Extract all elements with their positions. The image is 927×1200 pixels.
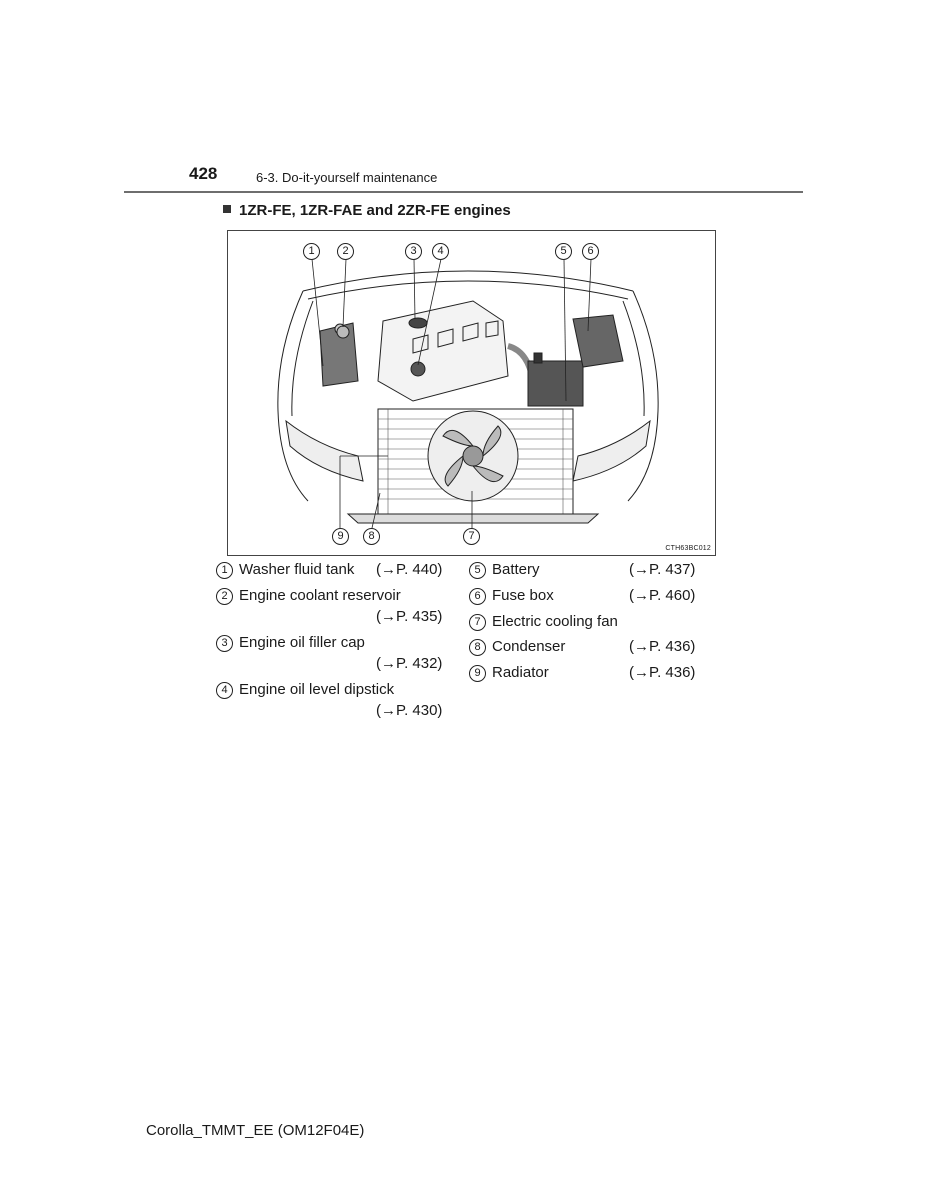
legend-ref-1: (→P. 440) [376,561,443,578]
legend-ref-6: (→P. 460) [629,587,696,604]
legend-item-9: 9 Radiator [469,664,549,682]
subheading: 1ZR-FE, 1ZR-FAE and 2ZR-FE engines [223,202,511,219]
legend-number: 3 [216,635,233,652]
legend-item-6: 6 Fuse box [469,587,554,605]
legend-number: 2 [216,588,233,605]
legend-ref-4: (→P. 430) [376,702,443,719]
square-bullet-icon [223,205,231,213]
figure-code: CTH63BC012 [665,545,711,552]
legend-label: Battery [492,561,540,578]
legend-label: Radiator [492,664,549,681]
legend-ref-9: (→P. 436) [629,664,696,681]
callout-9: 9 [332,528,349,545]
legend-label: Engine oil filler cap [239,634,365,651]
legend-label: Fuse box [492,587,554,604]
legend-label: Engine oil level dipstick [239,681,395,698]
legend-item-4: 4 Engine oil level dipstick [216,681,394,699]
legend-item-7: 7 Electric cooling fan [469,613,618,631]
legend-ref-8: (→P. 436) [629,638,696,655]
legend-ref-2: (→P. 435) [376,608,443,625]
legend-label: Condenser [492,638,566,655]
callout-2: 2 [337,243,354,260]
callout-4: 4 [432,243,449,260]
callout-5: 5 [555,243,572,260]
legend-number: 8 [469,639,486,656]
callout-7: 7 [463,528,480,545]
legend-item-3: 3 Engine oil filler cap [216,634,365,652]
legend-number: 9 [469,665,486,682]
legend-label: Electric cooling fan [492,613,618,630]
legend-number: 6 [469,588,486,605]
section-title: 6-3. Do-it-yourself maintenance [256,170,438,185]
header-rule [124,191,803,193]
legend-item-5: 5 Battery [469,561,540,579]
page-number: 428 [189,164,218,183]
engine-bay-illustration [277,258,659,529]
subheading-text: 1ZR-FE, 1ZR-FAE and 2ZR-FE engines [239,202,511,219]
legend-label: Engine coolant reservoir [239,587,401,604]
callout-8: 8 [363,528,380,545]
engine-figure: 1 2 3 4 5 6 9 8 7 CTH63BC012 [227,230,716,556]
legend-item-8: 8 Condenser [469,638,565,656]
legend-number: 5 [469,562,486,579]
legend-item-1: 1 Washer fluid tank [216,561,354,579]
callout-1: 1 [303,243,320,260]
callout-6: 6 [582,243,599,260]
legend-number: 1 [216,562,233,579]
legend-number: 7 [469,614,486,631]
legend-number: 4 [216,682,233,699]
legend-label: Washer fluid tank [239,561,355,578]
legend-ref-3: (→P. 432) [376,655,443,672]
footer-doc-id: Corolla_TMMT_EE (OM12F04E) [146,1122,365,1139]
legend-item-2: 2 Engine coolant reservoir [216,587,401,605]
legend-ref-5: (→P. 437) [629,561,696,578]
callout-3: 3 [405,243,422,260]
